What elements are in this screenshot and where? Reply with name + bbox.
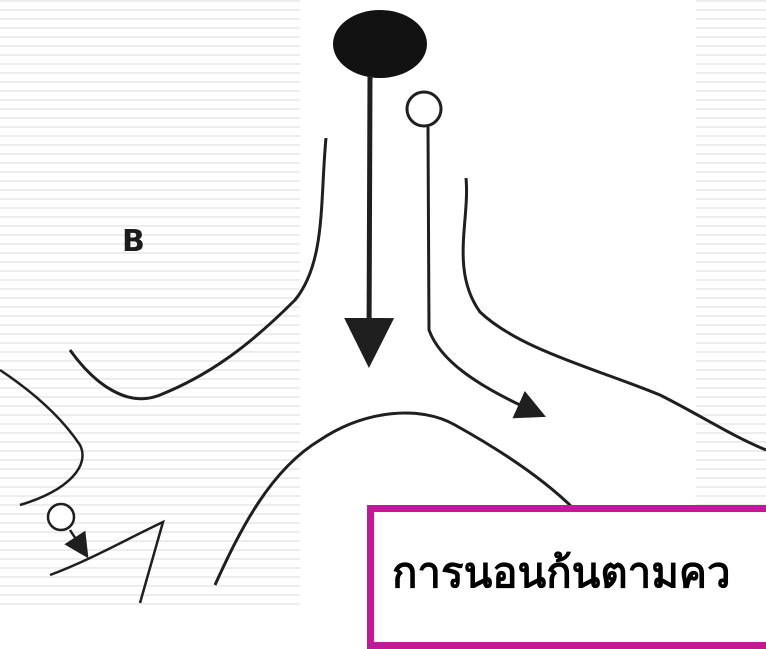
panel-label: B bbox=[122, 224, 145, 259]
tiny-particle-icon bbox=[48, 504, 74, 530]
vessel-wall-upper-right bbox=[463, 178, 766, 450]
curved-flow-arrow bbox=[428, 127, 535, 412]
straight-flow-arrow bbox=[369, 76, 370, 348]
caption-text: การนอนก้นตามคว bbox=[392, 540, 731, 606]
large-particle-icon bbox=[333, 10, 427, 78]
small-particle-icon bbox=[407, 92, 441, 126]
side-flow-arrow bbox=[70, 530, 83, 550]
vessel-wall-upper-left bbox=[70, 138, 326, 399]
side-vessel-wall-lower bbox=[50, 522, 163, 603]
side-vessel-wall-upper bbox=[0, 370, 83, 505]
